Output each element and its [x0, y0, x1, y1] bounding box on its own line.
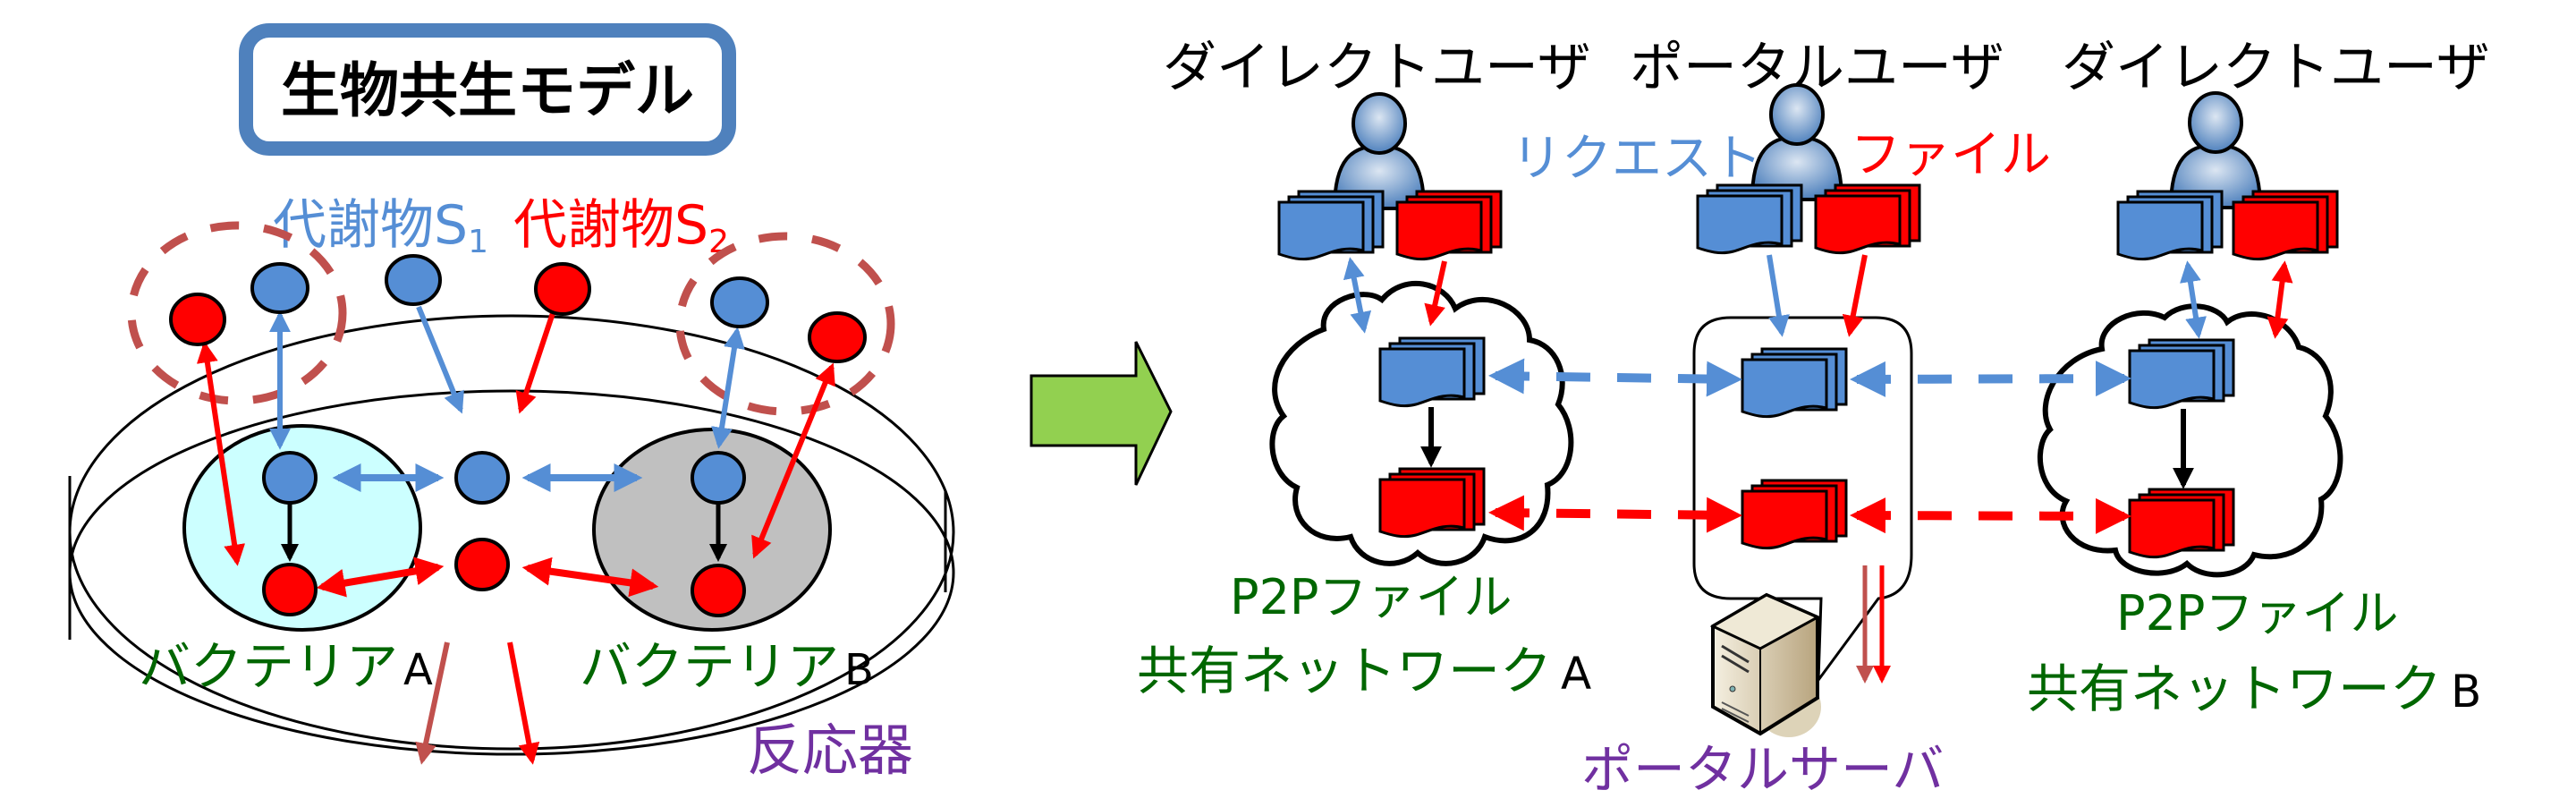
file-document-icon [1378, 467, 1486, 539]
request-label: リクエスト [1512, 130, 1762, 188]
bacteria-a-s2-node [262, 563, 318, 616]
arrow-file-portal [1842, 254, 1868, 337]
arrow-s2-right-exchange [751, 362, 835, 559]
metabolite-s1-node [385, 254, 442, 306]
metabolite-circles [169, 254, 867, 617]
arrow-outflow-red [507, 641, 540, 765]
request-document-icon [2116, 190, 2224, 261]
habitat-ring-left [127, 221, 347, 405]
request-document-icon [1378, 336, 1486, 408]
medium-s1-node [454, 451, 510, 505]
reactor-label: 反応器 [747, 718, 913, 783]
arrow-s1-right-exchange [711, 327, 745, 449]
right-arrow-icon [1030, 341, 1173, 486]
request-document-icon [1696, 183, 1803, 255]
arrow-file-a [1424, 260, 1447, 327]
arrow-file-portal-b [1850, 497, 2131, 534]
request-document-icon [1741, 347, 1848, 419]
arrow-s2-a-to-medium [316, 556, 445, 598]
file-document-icon [1395, 190, 1503, 261]
arrow-file-a-portal [1488, 495, 1742, 533]
arrow-request-portal [1767, 254, 1790, 337]
portal-user-label: ポータルユーザ [1630, 37, 2004, 99]
server-icon [1709, 592, 1821, 737]
metabolite-labels: 代謝物S1 代謝物S2 [273, 194, 729, 260]
user-labels: ダイレクトユーザ ポータルユーザ ダイレクトユーザ [1163, 37, 2490, 99]
arrow-s2-left-exchange [196, 341, 246, 566]
metabolite-s1-node [250, 262, 309, 314]
metabolite-s2-node [169, 293, 226, 346]
medium-s2-node [454, 538, 510, 591]
file-document-icon [2128, 488, 2235, 559]
direct-user-label-right: ダイレクトユーザ [2062, 37, 2490, 99]
flow-arrows [1343, 254, 2293, 684]
request-document-icon [1277, 190, 1385, 261]
arrow-s2-medium-to-b [521, 556, 659, 598]
bacteria-b-s1-node [691, 451, 746, 505]
bacteria-a-s1-node [262, 451, 318, 505]
metabolite-s1-label: 代謝物S1 [273, 194, 488, 260]
user-icon [1750, 83, 1843, 201]
arrow-file-b [2267, 260, 2293, 339]
title-text: 生物共生モデル [281, 56, 694, 125]
metabolite-s1-node [710, 276, 769, 328]
title-box: 生物共生モデル [239, 23, 736, 156]
habitat-ring-right [675, 232, 895, 416]
arrow-outflow-brown [415, 641, 450, 765]
request-document-icon [2128, 338, 2235, 410]
metabolite-s2-node [534, 262, 591, 316]
bacteria-b-s2-node [691, 564, 746, 617]
arrow-request-b [2180, 260, 2207, 339]
metabolite-arrows [196, 305, 835, 765]
file-document-icon [1741, 479, 1848, 550]
file-document-icon [1814, 183, 1921, 255]
file-document-icon [2232, 190, 2339, 261]
portal-server-label: ポータルサーバ [1581, 739, 1944, 800]
reactor [68, 314, 955, 756]
arrow-s1-inflow [416, 305, 464, 414]
network-b-label-line1: P2Pファイル [2116, 585, 2398, 641]
arrow-request-a [1343, 257, 1372, 334]
metabolite-s2-node [808, 311, 867, 363]
arrow-request-a-portal [1488, 358, 1742, 397]
direct-user-label-left: ダイレクトユーザ [1163, 37, 1591, 99]
network-a-label-line1: P2Pファイル [1230, 569, 1512, 625]
title-border [239, 23, 736, 156]
file-label: ファイル [1851, 126, 2051, 184]
metabolite-s2-label: 代謝物S2 [513, 194, 729, 260]
arrow-request-portal-b [1850, 361, 2131, 397]
arrow-s2-inflow [515, 312, 555, 414]
